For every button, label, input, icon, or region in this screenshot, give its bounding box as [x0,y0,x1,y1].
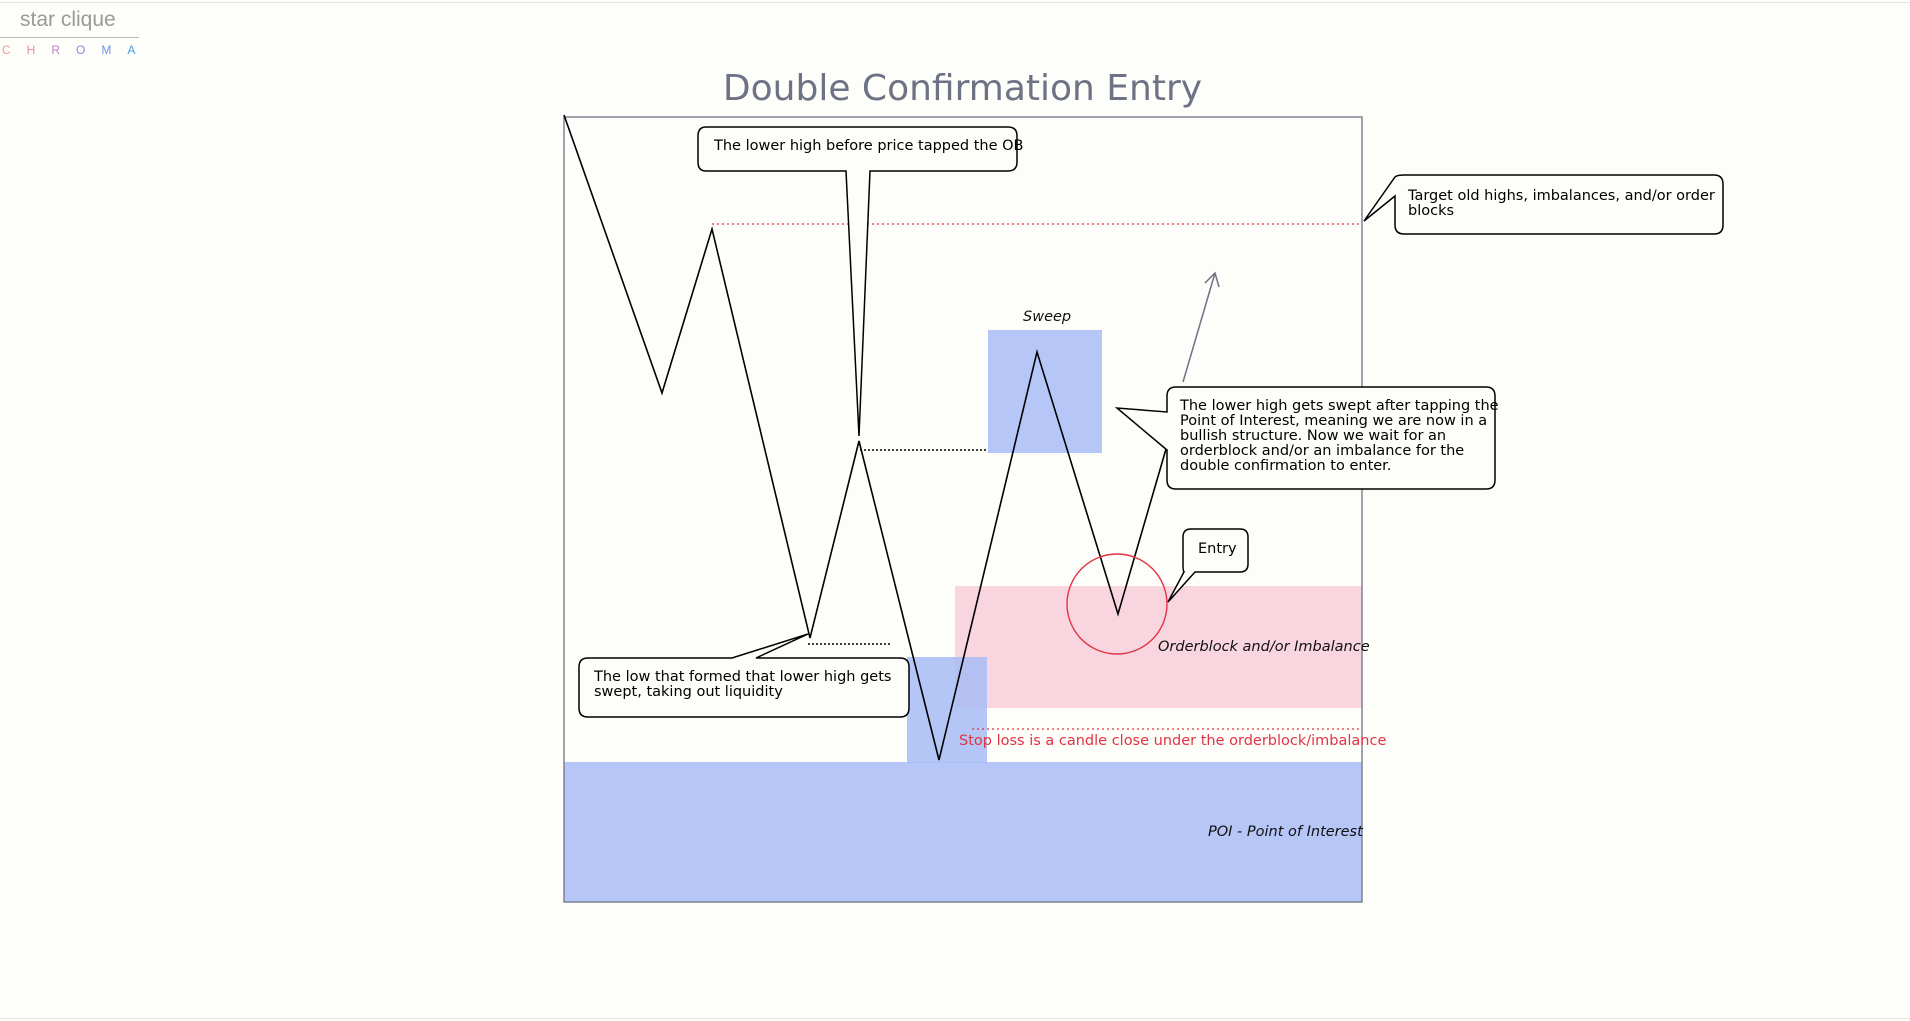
callout-swept-text: The lower high gets swept after tapping … [1180,398,1499,474]
top-divider [0,2,1910,3]
bottom-divider [0,1018,1910,1019]
brand-subtitle: C H R O M A [2,43,135,57]
brand-letter: A [127,43,136,57]
poi-zone [564,762,1362,902]
sweep-label: Sweep [1023,309,1072,325]
brand-letter: R [51,43,61,57]
page-title: Double Confirmation Entry [722,68,1203,109]
stop-loss-label: Stop loss is a candle close under the or… [959,733,1387,749]
target-arrow-head [1204,271,1220,288]
callout-low-swept-text: The low that formed that lower high gets… [594,669,892,700]
brand-name: star clique [20,8,116,31]
brand-letter: C [2,43,11,57]
callout-low-swept-bubble [578,633,910,718]
sweep-low-zone [907,657,987,763]
orderblock-zone [955,586,1362,708]
chart-frame [563,116,1363,903]
brand-rule [0,37,139,38]
sweep-high-zone [988,330,1102,453]
callout-target-text: Target old highs, imbalances, and/or ord… [1408,188,1715,219]
callout-lower-high-bubble [697,126,1018,437]
brand-letter: O [76,43,86,57]
entry-circle [1066,553,1168,655]
callout-target-bubble [1363,174,1724,235]
poi-label: POI - Point of Interest [1208,824,1363,840]
brand-letter: M [101,43,112,57]
price-path [563,114,1167,761]
callout-entry-bubble [1167,528,1249,603]
callout-entry-text: Entry [1198,541,1237,557]
brand-letter: H [26,43,36,57]
callout-swept-bubble [1114,386,1496,490]
orderblock-label: Orderblock and/or Imbalance [1158,639,1370,655]
callout-lower-high-text: The lower high before price tapped the O… [714,138,1024,154]
target-arrow-line [1182,272,1216,383]
